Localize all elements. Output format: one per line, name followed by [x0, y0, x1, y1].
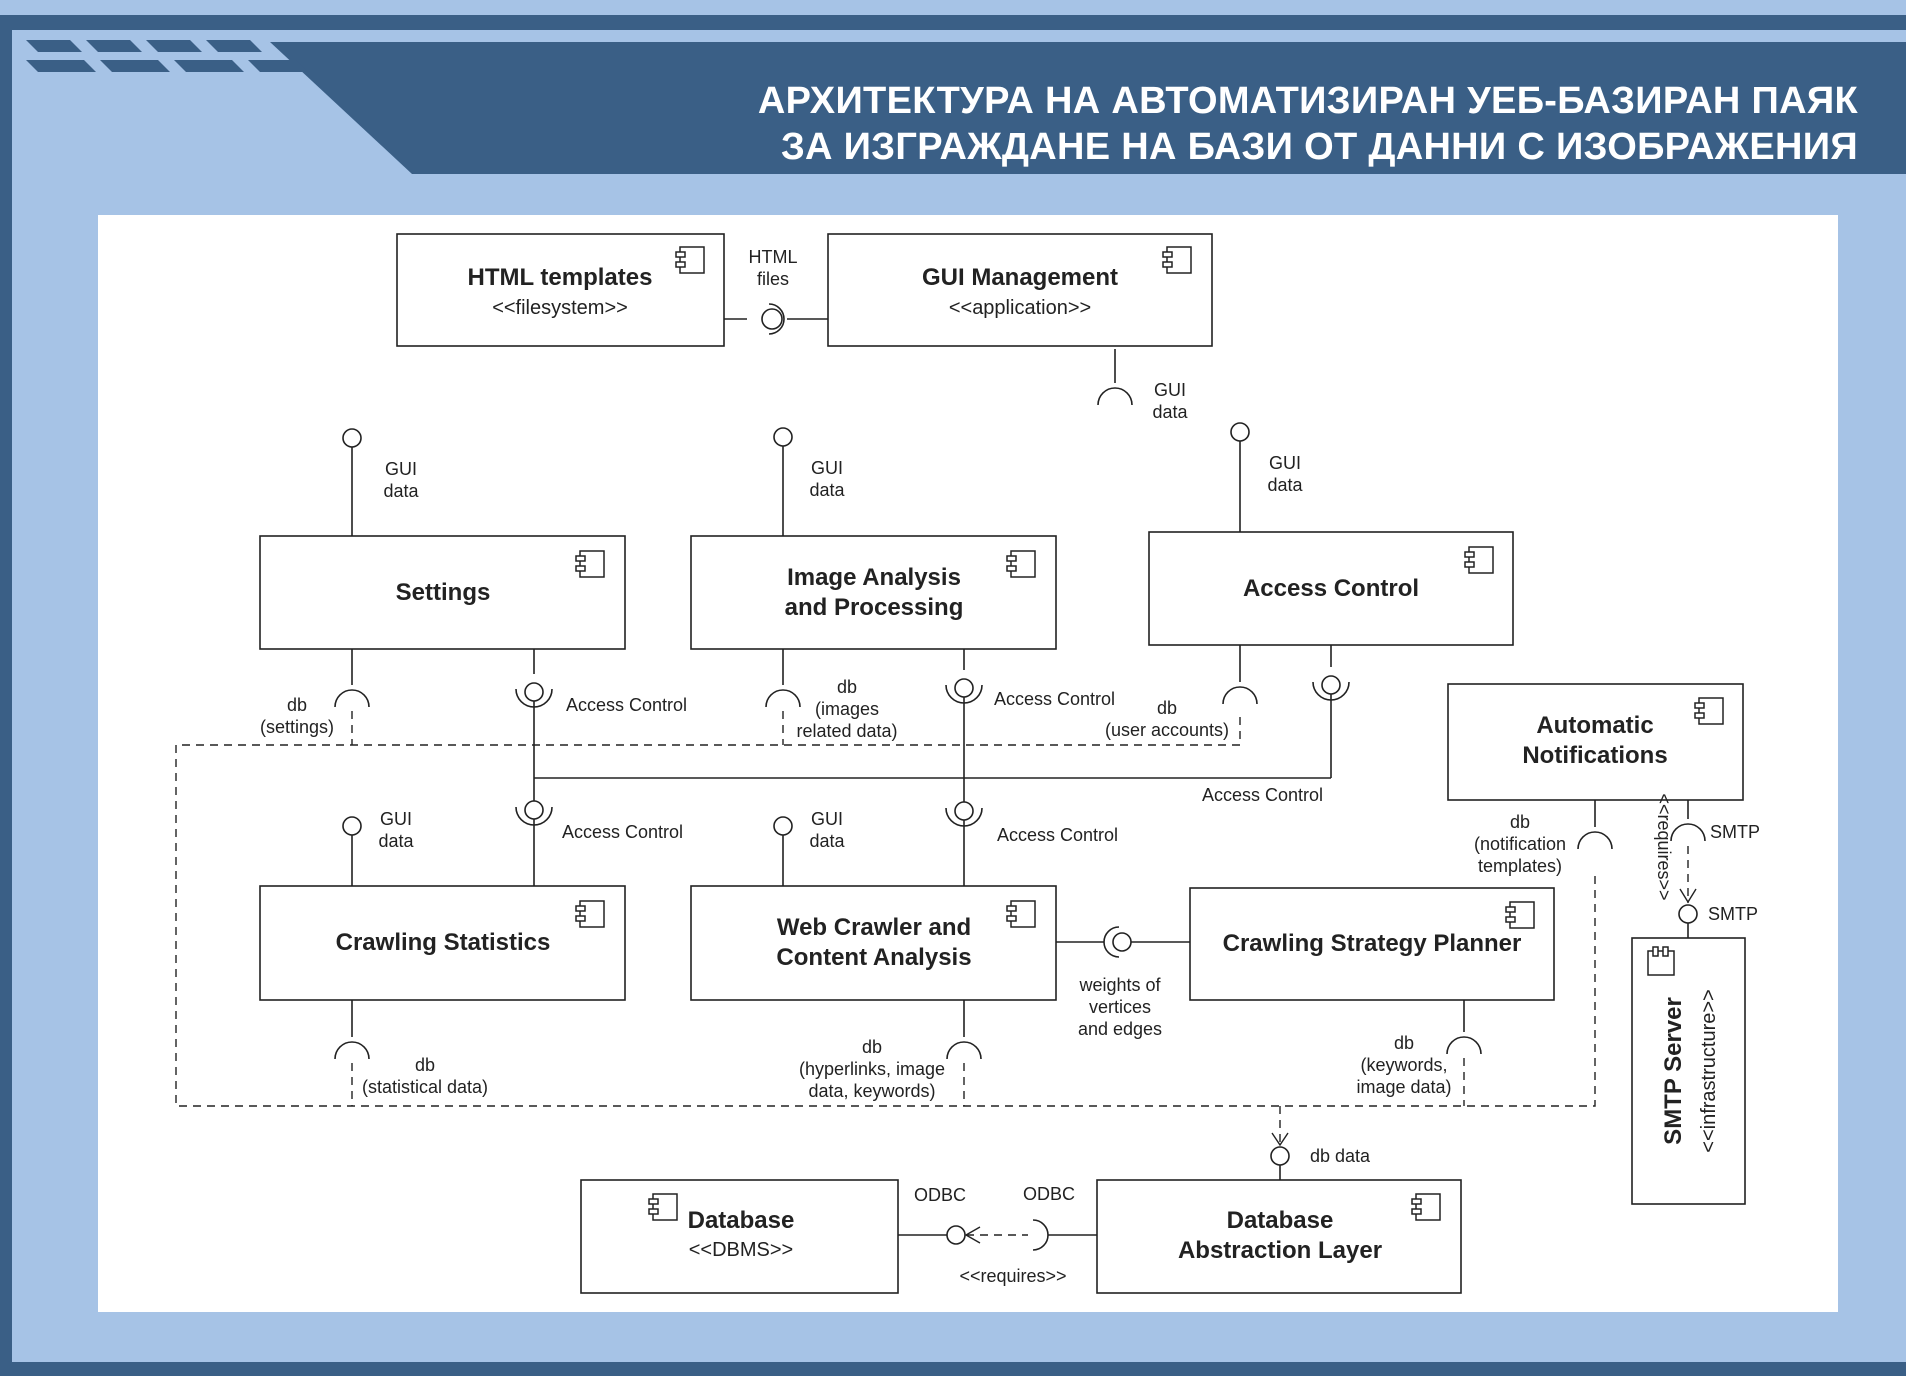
weights-label-1: weights of — [1078, 975, 1161, 995]
title-banner — [26, 40, 1906, 174]
stats-gui-data-1: GUI — [380, 809, 412, 829]
database-name: Database — [688, 1207, 795, 1234]
html-files-label-2: files — [757, 269, 789, 289]
component-access-control — [1148, 531, 1514, 646]
html-templates-name: HTML templates — [468, 264, 653, 291]
title-line-2: ЗА ИЗГРАЖДАНЕ НА БАЗИ ОТ ДАННИ С ИЗОБРАЖ… — [780, 126, 1858, 168]
weights-label-2: vertices — [1089, 997, 1151, 1017]
gui-data-label-1: GUI — [1154, 380, 1186, 400]
html-templates-stereotype: <<filesystem>> — [492, 297, 628, 319]
db-notification-label-1: db — [1510, 812, 1530, 832]
settings-name: Settings — [396, 579, 491, 606]
image-analysis-line-1: Image Analysis — [787, 564, 961, 591]
component-crawling-strategy-planner — [1189, 887, 1555, 1001]
crawler-access-control-label: Access Control — [997, 825, 1118, 845]
weights-label-3: and edges — [1078, 1019, 1162, 1039]
db-user-accounts-label-1: db — [1157, 698, 1177, 718]
frame-left-border — [0, 15, 12, 1376]
component-html-templates — [396, 233, 725, 347]
crawling-strategy-planner-name: Crawling Strategy Planner — [1223, 930, 1522, 957]
crawling-statistics-name: Crawling Statistics — [336, 929, 551, 956]
title-line-1: АРХИТЕКТУРА НА АВТОМАТИЗИРАН УЕБ-БАЗИРАН… — [757, 80, 1858, 122]
component-image-analysis — [690, 535, 1057, 650]
dal-line-1: Database — [1227, 1207, 1334, 1234]
db-keywords-label-3: image data) — [1356, 1077, 1451, 1097]
automatic-notifications-line-2: Notifications — [1522, 742, 1667, 769]
component-crawling-statistics — [259, 885, 626, 1001]
component-diagram: HTML templates <<filesystem>> GUI Manage… — [175, 233, 1760, 1294]
image-gui-data-1: GUI — [811, 458, 843, 478]
db-hyperlinks-label-3: data, keywords) — [808, 1081, 935, 1101]
image-access-control-label: Access Control — [994, 689, 1115, 709]
stats-gui-data-2: data — [378, 831, 414, 851]
page-title: АРХИТЕКТУРА НА АВТОМАТИЗИРАН УЕБ-БАЗИРАН… — [758, 78, 1858, 170]
gui-data-label-2: data — [1152, 402, 1188, 422]
db-notification-label-2: (notification — [1474, 834, 1566, 854]
db-settings-label-2: (settings) — [260, 717, 334, 737]
db-hyperlinks-label-2: (hyperlinks, image — [799, 1059, 945, 1079]
web-crawler-line-1: Web Crawler and — [777, 914, 971, 941]
smtp-server-stereotype: <<infrastructure>> — [1698, 989, 1720, 1152]
gui-management-name: GUI Management — [922, 264, 1118, 291]
smtp-provided-label: SMTP — [1708, 904, 1758, 924]
stripe-decoration — [26, 40, 308, 72]
component-database-abstraction-layer — [1096, 1179, 1462, 1294]
access-gui-data-2: data — [1267, 475, 1303, 495]
db-images-label-3: related data) — [796, 721, 897, 741]
db-user-accounts-label-2: (user accounts) — [1105, 720, 1229, 740]
access-control-name: Access Control — [1243, 575, 1419, 602]
smtp-component-icon — [1647, 946, 1675, 976]
component-database — [580, 1179, 899, 1294]
diagram-panel: HTML templates <<filesystem>> GUI Manage… — [98, 215, 1838, 1312]
component-automatic-notifications — [1447, 683, 1744, 801]
settings-gui-data-1: GUI — [385, 459, 417, 479]
stats-access-control-label: Access Control — [562, 822, 683, 842]
access-control-bus-label: Access Control — [1202, 785, 1323, 805]
image-gui-data-2: data — [809, 480, 845, 500]
settings-gui-data-2: data — [383, 481, 419, 501]
db-images-label-1: db — [837, 677, 857, 697]
db-notification-label-3: templates) — [1478, 856, 1562, 876]
settings-access-control-label: Access Control — [566, 695, 687, 715]
db-keywords-label-1: db — [1394, 1033, 1414, 1053]
smtp-requires-label: <<requires>> — [1654, 793, 1674, 900]
component-settings — [259, 535, 626, 650]
component-gui-management — [827, 233, 1213, 347]
crawler-gui-data-1: GUI — [811, 809, 843, 829]
access-gui-data-1: GUI — [1269, 453, 1301, 473]
web-crawler-line-2: Content Analysis — [776, 944, 971, 971]
smtp-required-label: SMTP — [1710, 822, 1760, 842]
automatic-notifications-line-1: Automatic — [1536, 712, 1653, 739]
gui-management-stereotype: <<application>> — [949, 297, 1091, 319]
database-stereotype: <<DBMS>> — [689, 1239, 794, 1261]
db-images-label-2: (images — [815, 699, 879, 719]
db-keywords-label-2: (keywords, — [1360, 1055, 1447, 1075]
component-web-crawler — [690, 885, 1057, 1001]
frame-bottom-border — [0, 1362, 1906, 1376]
db-statistical-label-2: (statistical data) — [362, 1077, 488, 1097]
db-settings-label-1: db — [287, 695, 307, 715]
db-statistical-label-1: db — [415, 1055, 435, 1075]
component-smtp-server — [1631, 937, 1746, 1205]
smtp-server-name: SMTP Server — [1660, 997, 1687, 1145]
frame-top-border — [0, 15, 1906, 30]
odbc-label-right: ODBC — [1023, 1184, 1075, 1204]
odbc-requires-label: <<requires>> — [959, 1266, 1066, 1286]
db-data-label: db data — [1310, 1146, 1371, 1166]
dal-line-2: Abstraction Layer — [1178, 1237, 1382, 1264]
db-hyperlinks-label-1: db — [862, 1037, 882, 1057]
html-files-label-1: HTML — [749, 247, 798, 267]
crawler-gui-data-2: data — [809, 831, 845, 851]
odbc-label-left: ODBC — [914, 1185, 966, 1205]
image-analysis-line-2: and Processing — [785, 594, 964, 621]
